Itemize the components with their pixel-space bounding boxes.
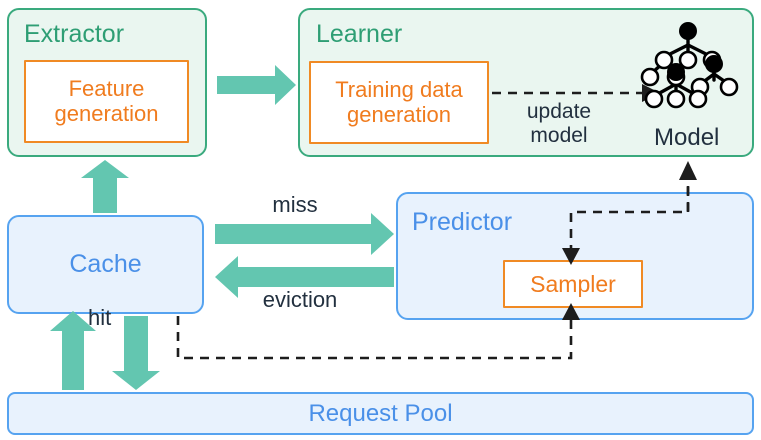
- update-model-label: update model: [526, 100, 592, 147]
- model-caption: Model: [654, 124, 720, 151]
- predictor-title: Predictor: [412, 208, 513, 236]
- extractor-title: Extractor: [24, 20, 125, 48]
- sampler-box[interactable]: Sampler: [503, 260, 643, 308]
- cache-box[interactable]: Cache: [7, 215, 204, 314]
- feature-generation-label: Feature generation: [54, 75, 159, 126]
- training-data-generation-label: Training data generation: [335, 76, 463, 127]
- feature-generation-box[interactable]: Feature generation: [24, 60, 189, 143]
- sampler-label: Sampler: [530, 270, 616, 297]
- training-data-generation-box[interactable]: Training data generation: [309, 61, 489, 144]
- request-pool-box[interactable]: Request Pool: [7, 392, 754, 435]
- cache-label: Cache: [69, 250, 142, 278]
- miss-label: miss: [272, 192, 318, 217]
- hit-label: hit: [88, 305, 112, 330]
- learner-title: Learner: [316, 20, 403, 48]
- request-pool-label: Request Pool: [308, 399, 453, 427]
- eviction-label: eviction: [262, 287, 338, 312]
- arrow-extractor-to-learner: [217, 65, 296, 105]
- arrow-cache-to-extractor: [81, 160, 129, 213]
- arrow-cache-to-predictor-miss: [215, 213, 394, 255]
